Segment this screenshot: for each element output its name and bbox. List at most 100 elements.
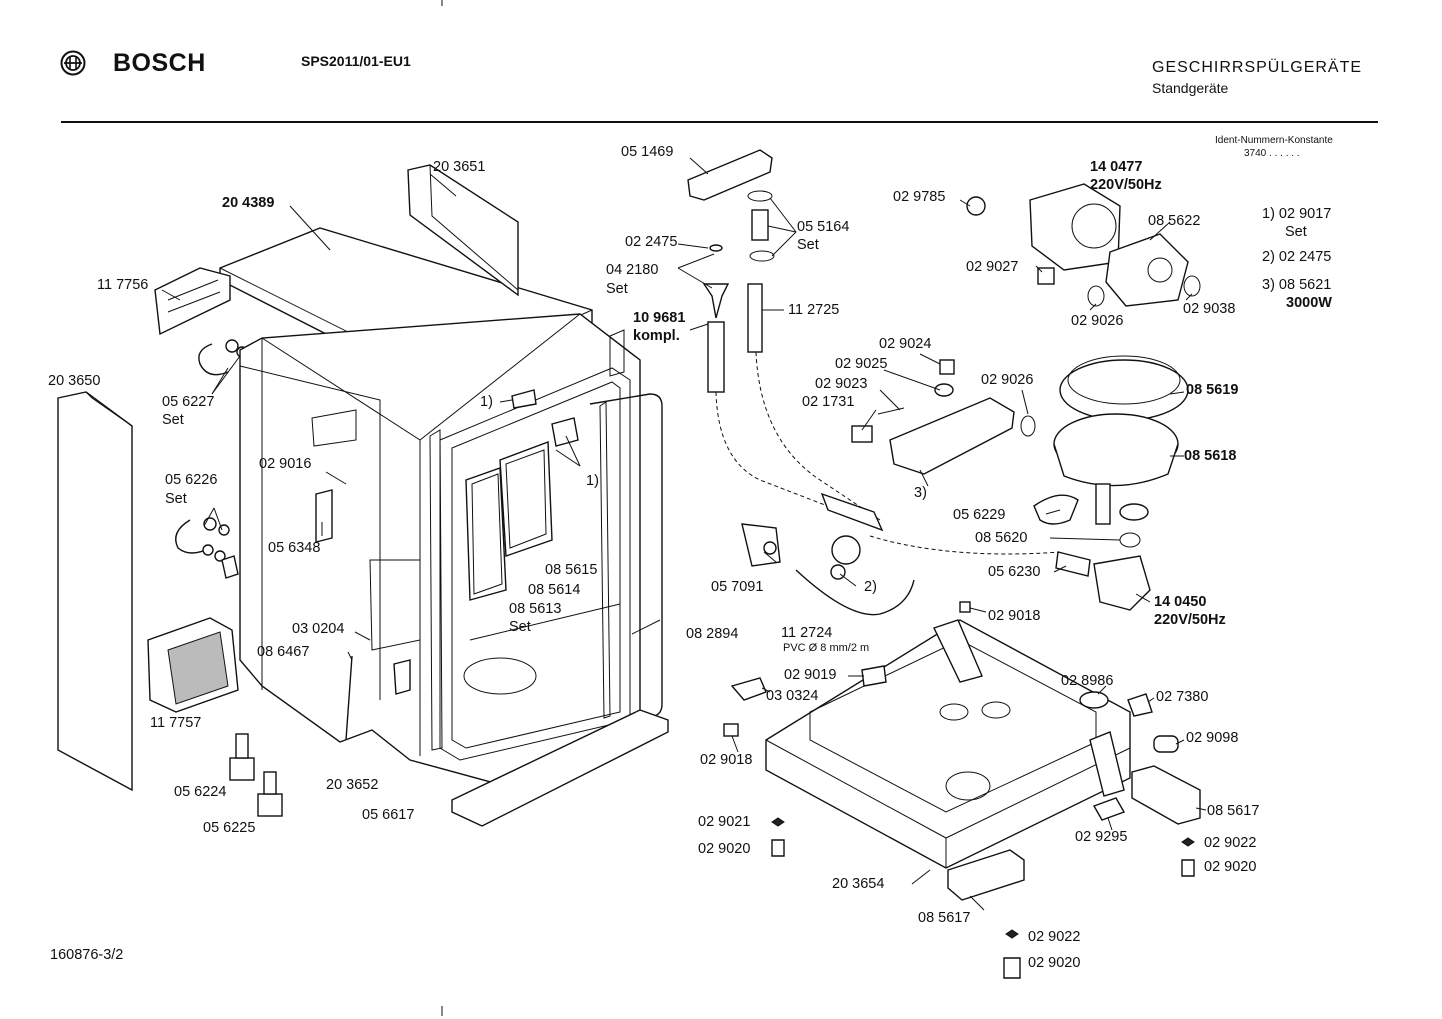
clip-029018a — [959, 601, 971, 613]
part-label: 220V/50Hz — [1090, 177, 1162, 193]
screw-029020c — [1003, 957, 1021, 979]
note-1: 1) 02 9017 — [1262, 206, 1332, 222]
part-label: 08 6467 — [257, 644, 310, 660]
part-label: 20 3651 — [433, 159, 486, 175]
part-label: 02 9020 — [1204, 859, 1257, 875]
part-label: Set — [162, 412, 184, 428]
seal-029026a — [1087, 285, 1105, 307]
ident-value: 3740 . . . . . . — [1244, 148, 1300, 159]
part-label: 14 0477 — [1090, 159, 1143, 175]
door-seal — [589, 393, 663, 717]
leader-lines — [161, 157, 1207, 911]
part-label: 08 5613 — [509, 601, 562, 617]
drain-pump-140450 — [1055, 551, 1151, 611]
part-label: 02 9016 — [259, 456, 312, 472]
part-label: 02 9019 — [784, 667, 837, 683]
connector-029785 — [966, 196, 986, 216]
part-label: 3) — [914, 485, 927, 501]
part-label: 05 1469 — [621, 144, 674, 160]
part-label: 02 9026 — [1071, 313, 1124, 329]
pvc-hose — [795, 569, 915, 616]
clip-029019 — [861, 665, 887, 687]
pressure-switch-ring — [830, 564, 846, 580]
part-label: 05 6230 — [988, 564, 1041, 580]
part-086467 — [345, 655, 353, 741]
product-subcategory: Standgeräte — [1152, 80, 1229, 96]
screw-029020b — [1181, 859, 1195, 877]
clip-1 — [511, 389, 537, 409]
part-label: 02 9023 — [815, 376, 868, 392]
part-027380 — [1127, 693, 1153, 717]
part-label: 02 9295 — [1075, 829, 1128, 845]
clip-2 — [551, 417, 579, 447]
part-label: 02 9026 — [981, 372, 1034, 388]
part-label: 05 7091 — [711, 579, 764, 595]
model-number: SPS2011/01-EU1 — [301, 53, 411, 69]
clip-029018b — [723, 723, 739, 737]
part-label: 11 2725 — [788, 302, 840, 318]
part-label: 03 0204 — [292, 621, 345, 637]
brand-name: BOSCH — [113, 49, 206, 77]
part-056617 — [393, 659, 411, 695]
part-label: Set — [165, 491, 187, 507]
part-056348 — [315, 489, 333, 543]
part-label: 14 0450 — [1154, 594, 1207, 610]
part-label: PVC Ø 8 mm/2 m — [783, 642, 870, 654]
hose-path-c — [869, 535, 1061, 555]
handle-051469 — [687, 149, 773, 201]
ident-label: Ident-Nummern-Konstante — [1215, 135, 1333, 146]
part-label: 08 5617 — [918, 910, 971, 926]
part-label: 10 9681 — [633, 310, 686, 326]
part-label: 02 9025 — [835, 356, 888, 372]
hose-056229 — [1033, 494, 1079, 525]
part-label: 02 9020 — [698, 841, 751, 857]
part-label: 02 1731 — [802, 394, 855, 410]
part-label: 02 9020 — [1028, 955, 1081, 971]
part-label: Set — [509, 619, 531, 635]
nozzle-042180 — [702, 244, 730, 319]
part-label: 02 9038 — [1183, 301, 1236, 317]
part-label: 11 2724 — [781, 625, 833, 641]
part-label: 02 9022 — [1204, 835, 1257, 851]
strip-085617a — [1131, 765, 1201, 825]
part-label: 02 9018 — [988, 608, 1041, 624]
nut-029021 — [771, 817, 785, 827]
valve-056224 — [229, 733, 255, 781]
heater-block — [851, 359, 1015, 475]
ring-085620 — [1119, 532, 1141, 548]
hose-set-lower — [175, 517, 239, 579]
bracket-top — [154, 267, 231, 336]
part-label: 11 7757 — [150, 715, 202, 731]
screw-029020a — [771, 839, 785, 857]
sump-085618 — [1053, 413, 1179, 525]
base-frame — [765, 619, 1131, 869]
part-label: 1) — [586, 473, 599, 489]
part-label: 02 9022 — [1028, 929, 1081, 945]
hose-path-a — [715, 391, 839, 511]
valve-056225 — [257, 771, 283, 817]
pump-housing-085622 — [1105, 233, 1189, 307]
note-3: 3) 08 5621 — [1262, 277, 1332, 293]
strip-085617b — [947, 849, 1025, 901]
valve-057091 — [741, 523, 781, 567]
hose-clamps-055164 — [747, 190, 775, 262]
part-label: 08 5617 — [1207, 803, 1260, 819]
seal-029026b — [1020, 415, 1036, 437]
bosch-armature-icon — [60, 50, 86, 76]
side-panel-left — [57, 391, 133, 792]
part-label: 02 8986 — [1061, 673, 1114, 689]
seal-029038 — [1183, 275, 1201, 297]
part-label: 02 9018 — [700, 752, 753, 768]
bosch-logo-icon — [60, 50, 86, 76]
part-label: 08 5620 — [975, 530, 1028, 546]
part-label: 08 5618 — [1184, 448, 1237, 464]
part-label: 08 2894 — [686, 626, 739, 642]
part-label: 02 9785 — [893, 189, 946, 205]
note-2: 2) 02 2475 — [1262, 249, 1332, 265]
part-label: 08 5619 — [1186, 382, 1239, 398]
part-label: kompl. — [633, 328, 680, 344]
part-label: 1) — [480, 394, 493, 410]
part-label: 08 5622 — [1148, 213, 1201, 229]
tube-112725 — [747, 283, 763, 353]
sump-085619 — [1059, 355, 1189, 421]
